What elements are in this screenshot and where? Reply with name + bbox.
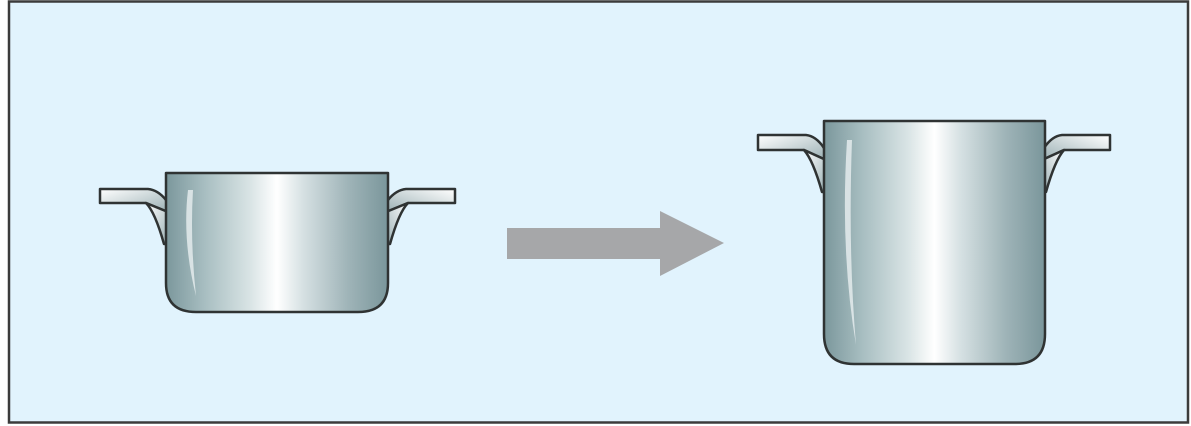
right-arrow-icon bbox=[507, 211, 724, 276]
tall-pot-icon bbox=[756, 119, 1112, 366]
tall-pot-reflection bbox=[844, 140, 856, 345]
small-pot-body bbox=[164, 171, 390, 314]
small-pot-icon bbox=[98, 171, 457, 314]
small-pot-reflection bbox=[186, 190, 196, 296]
tall-pot-body bbox=[822, 119, 1047, 366]
